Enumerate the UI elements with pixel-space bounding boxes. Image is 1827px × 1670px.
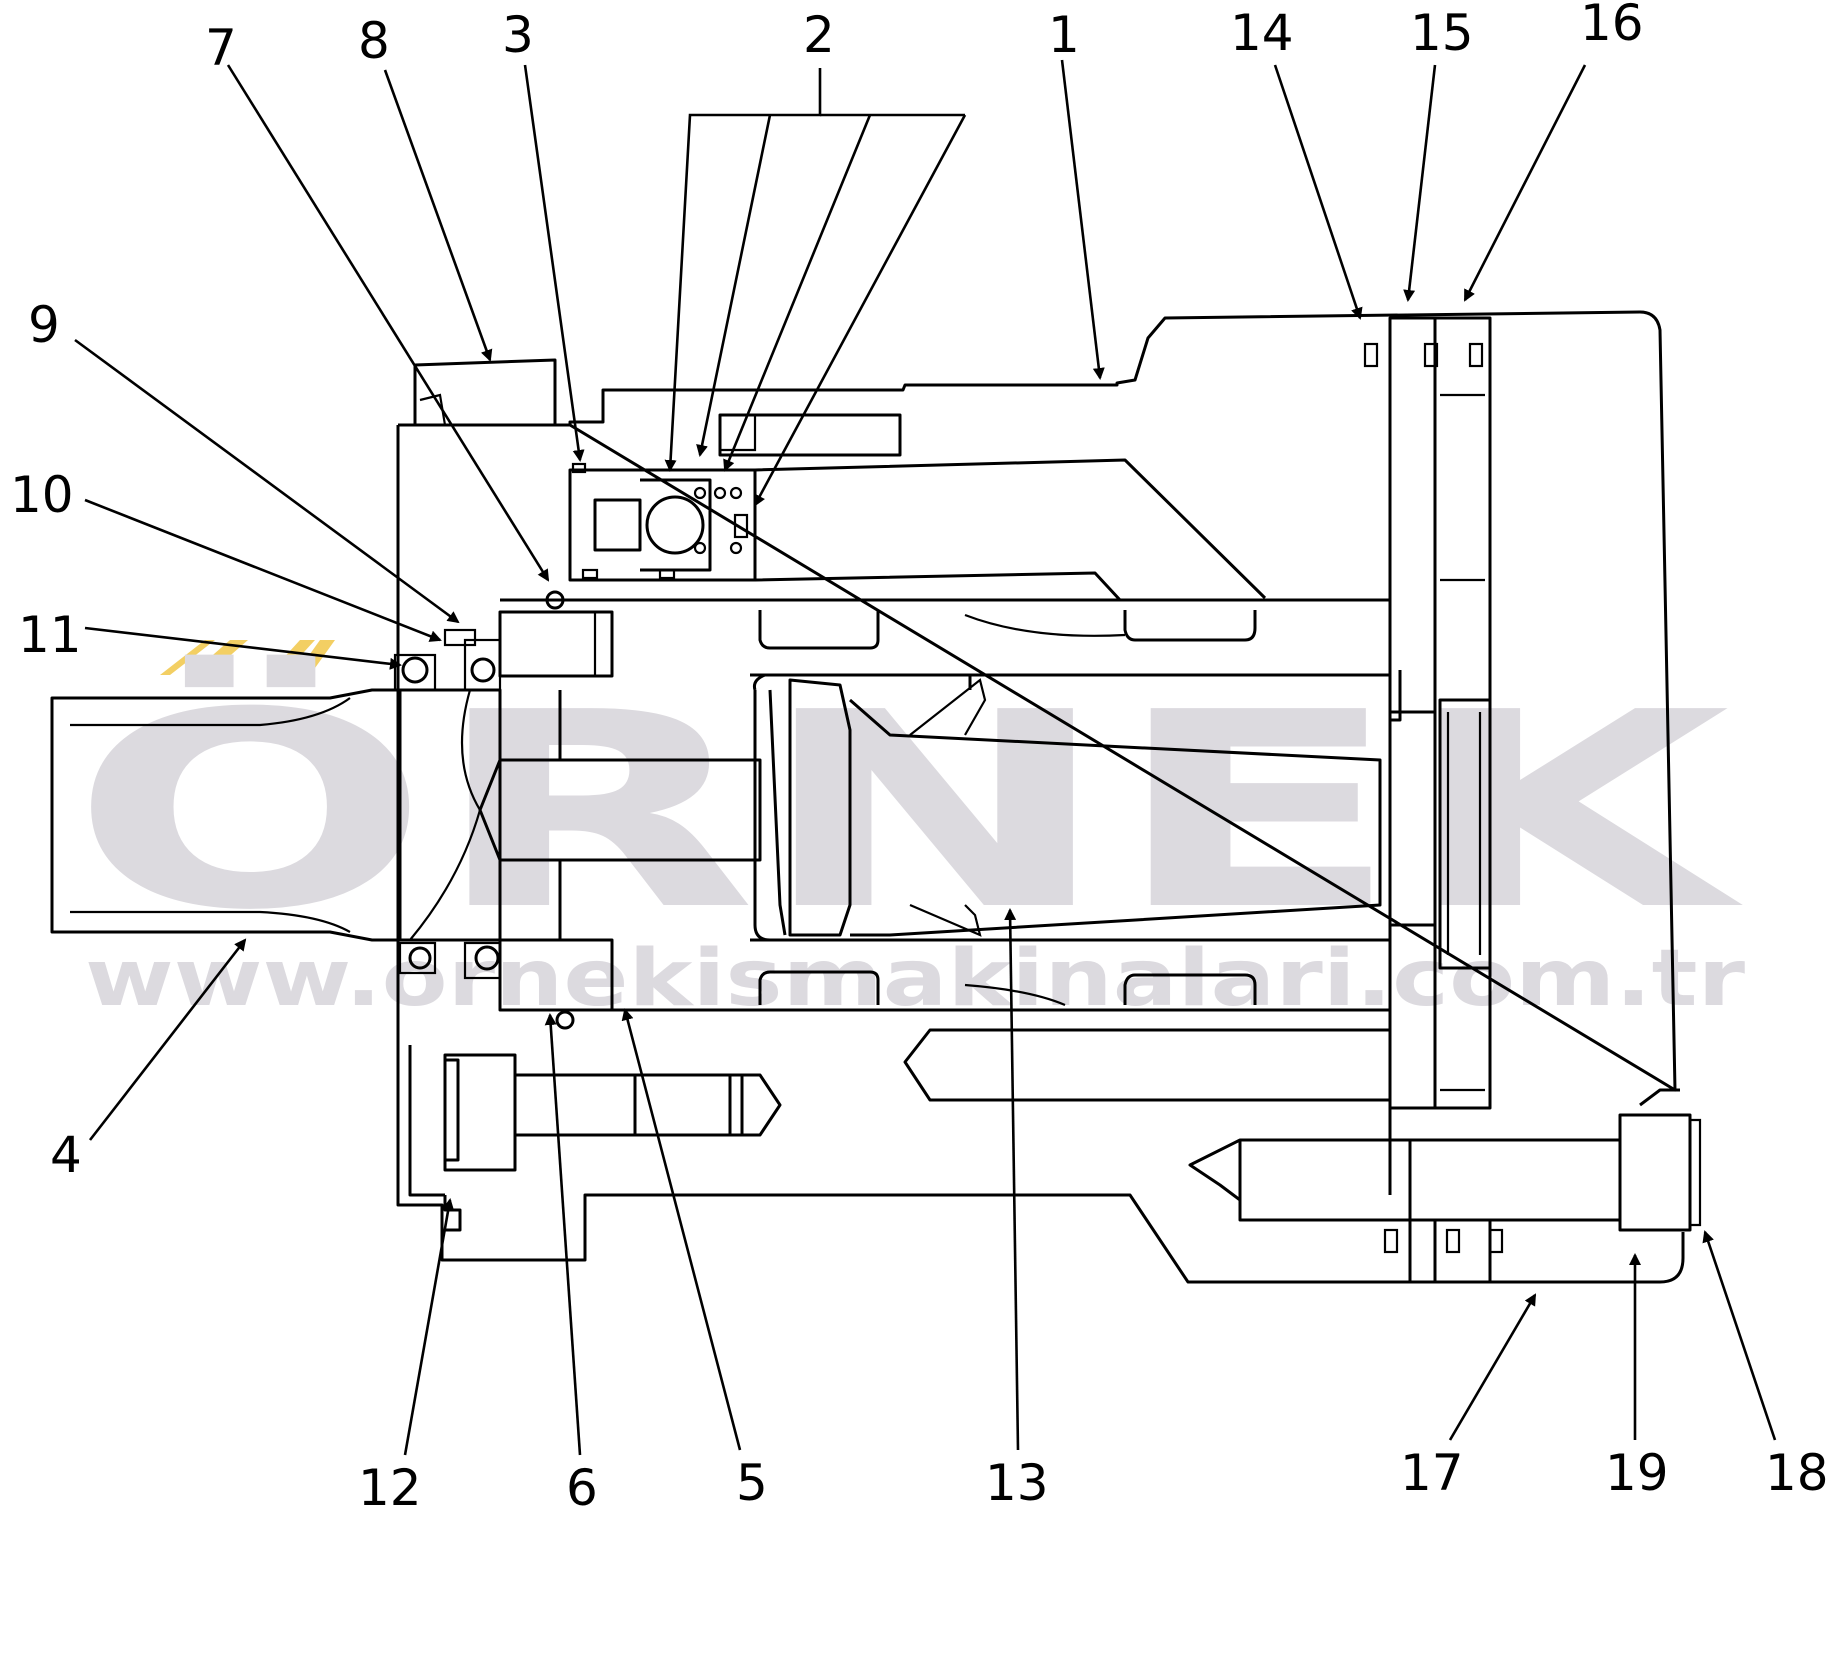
leader-7 <box>226 64 550 582</box>
leader-10 <box>84 498 442 642</box>
leader-5 <box>621 1008 742 1451</box>
watermark-brand: ÖRNEK <box>70 652 1746 969</box>
callout-7: 7 <box>205 19 237 77</box>
callout-18: 18 <box>1765 1444 1827 1502</box>
lower-plunger <box>408 1010 1392 1232</box>
leader-1 <box>1060 59 1105 380</box>
leader-2e <box>753 114 967 507</box>
leader-15 <box>1403 64 1437 302</box>
callout-15: 15 <box>1410 4 1474 62</box>
leader-2d <box>723 114 872 472</box>
leader-2 <box>664 68 822 472</box>
callout-19: 19 <box>1605 1444 1669 1502</box>
leader-3 <box>523 64 585 462</box>
callout-labels: 1 2 3 4 5 6 7 8 9 10 11 12 13 14 15 16 1… <box>10 0 1827 1517</box>
callout-9: 9 <box>28 296 60 354</box>
callout-13: 13 <box>985 1454 1049 1512</box>
leader-9 <box>74 338 460 624</box>
bearing-seals <box>393 590 614 1030</box>
callout-1: 1 <box>1048 6 1080 64</box>
callout-14: 14 <box>1230 4 1294 62</box>
leader-lines <box>74 59 1777 1456</box>
leader-14 <box>1273 64 1363 320</box>
control-block <box>568 413 1267 602</box>
callout-4: 4 <box>50 1126 82 1184</box>
callout-6: 6 <box>566 1459 598 1517</box>
leader-17 <box>1448 1293 1537 1441</box>
callout-2: 2 <box>803 6 835 64</box>
leader-11 <box>84 626 402 670</box>
callout-11: 11 <box>18 606 82 664</box>
callout-8: 8 <box>358 12 390 70</box>
leader-2c <box>696 114 772 457</box>
leader-4 <box>88 938 247 1141</box>
leader-12 <box>403 1198 455 1456</box>
callout-5: 5 <box>736 1454 768 1512</box>
leader-8 <box>383 69 493 362</box>
callout-10: 10 <box>10 466 74 524</box>
main-housing <box>396 310 1685 1284</box>
callout-17: 17 <box>1400 1444 1464 1502</box>
cylinder-block <box>750 610 1390 1007</box>
callout-12: 12 <box>358 1459 422 1517</box>
watermark: ÖRNEK www.ornekismakinalari.com.tr <box>70 640 1746 1024</box>
leader-16 <box>1463 64 1587 302</box>
leader-6 <box>544 1013 582 1456</box>
callout-3: 3 <box>502 6 534 64</box>
watermark-accent-marks <box>160 640 335 675</box>
leader-18 <box>1702 1230 1777 1441</box>
rear-adjuster <box>1188 342 1702 1282</box>
leader-13 <box>1004 908 1020 1451</box>
callout-16: 16 <box>1580 0 1644 52</box>
